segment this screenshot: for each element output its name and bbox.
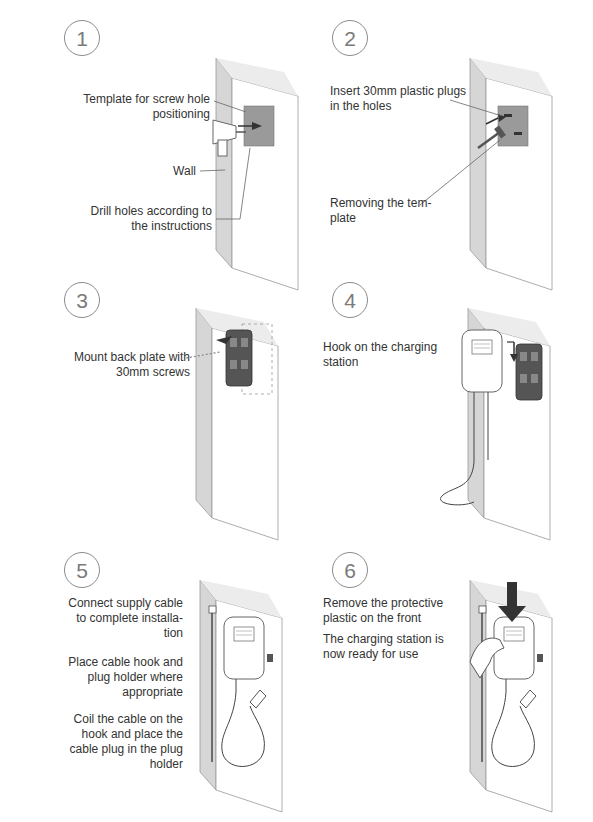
- step-number: 1: [76, 28, 88, 49]
- step-number: 3: [76, 290, 88, 311]
- instruction-label: Template for screw hole positioning: [60, 92, 210, 122]
- instruction-label: The charging station is now ready for us…: [323, 632, 463, 662]
- instruction-label: Remove the protective plastic on the fro…: [323, 596, 463, 626]
- step-number-circle: 3: [64, 282, 100, 318]
- instruction-label: Drill holes according to the instruction…: [72, 204, 212, 234]
- instruction-label: Hook on the charging station: [323, 340, 463, 370]
- step-number-circle: 5: [64, 552, 100, 588]
- instruction-label: Mount back plate with 30mm screws: [50, 350, 190, 380]
- instruction-label: Coil the cable on the hook and place the…: [53, 712, 183, 772]
- step-number-circle: 4: [332, 282, 368, 318]
- step-number-circle: 6: [332, 552, 368, 588]
- instruction-label: Insert 30mm plastic plugs in the holes: [330, 84, 470, 114]
- instruction-label: Wall: [136, 164, 196, 179]
- step-number: 4: [344, 290, 356, 311]
- step-number: 2: [344, 28, 356, 49]
- step-number: 6: [344, 560, 356, 581]
- instruction-label: Place cable hook and plug holder where a…: [55, 655, 183, 700]
- step-number-circle: 2: [332, 20, 368, 56]
- instruction-label: Connect supply cable to complete install…: [58, 596, 183, 641]
- step-number-circle: 1: [64, 20, 100, 56]
- instruction-label: Removing the tem- plate: [330, 196, 440, 226]
- step-number: 5: [76, 560, 88, 581]
